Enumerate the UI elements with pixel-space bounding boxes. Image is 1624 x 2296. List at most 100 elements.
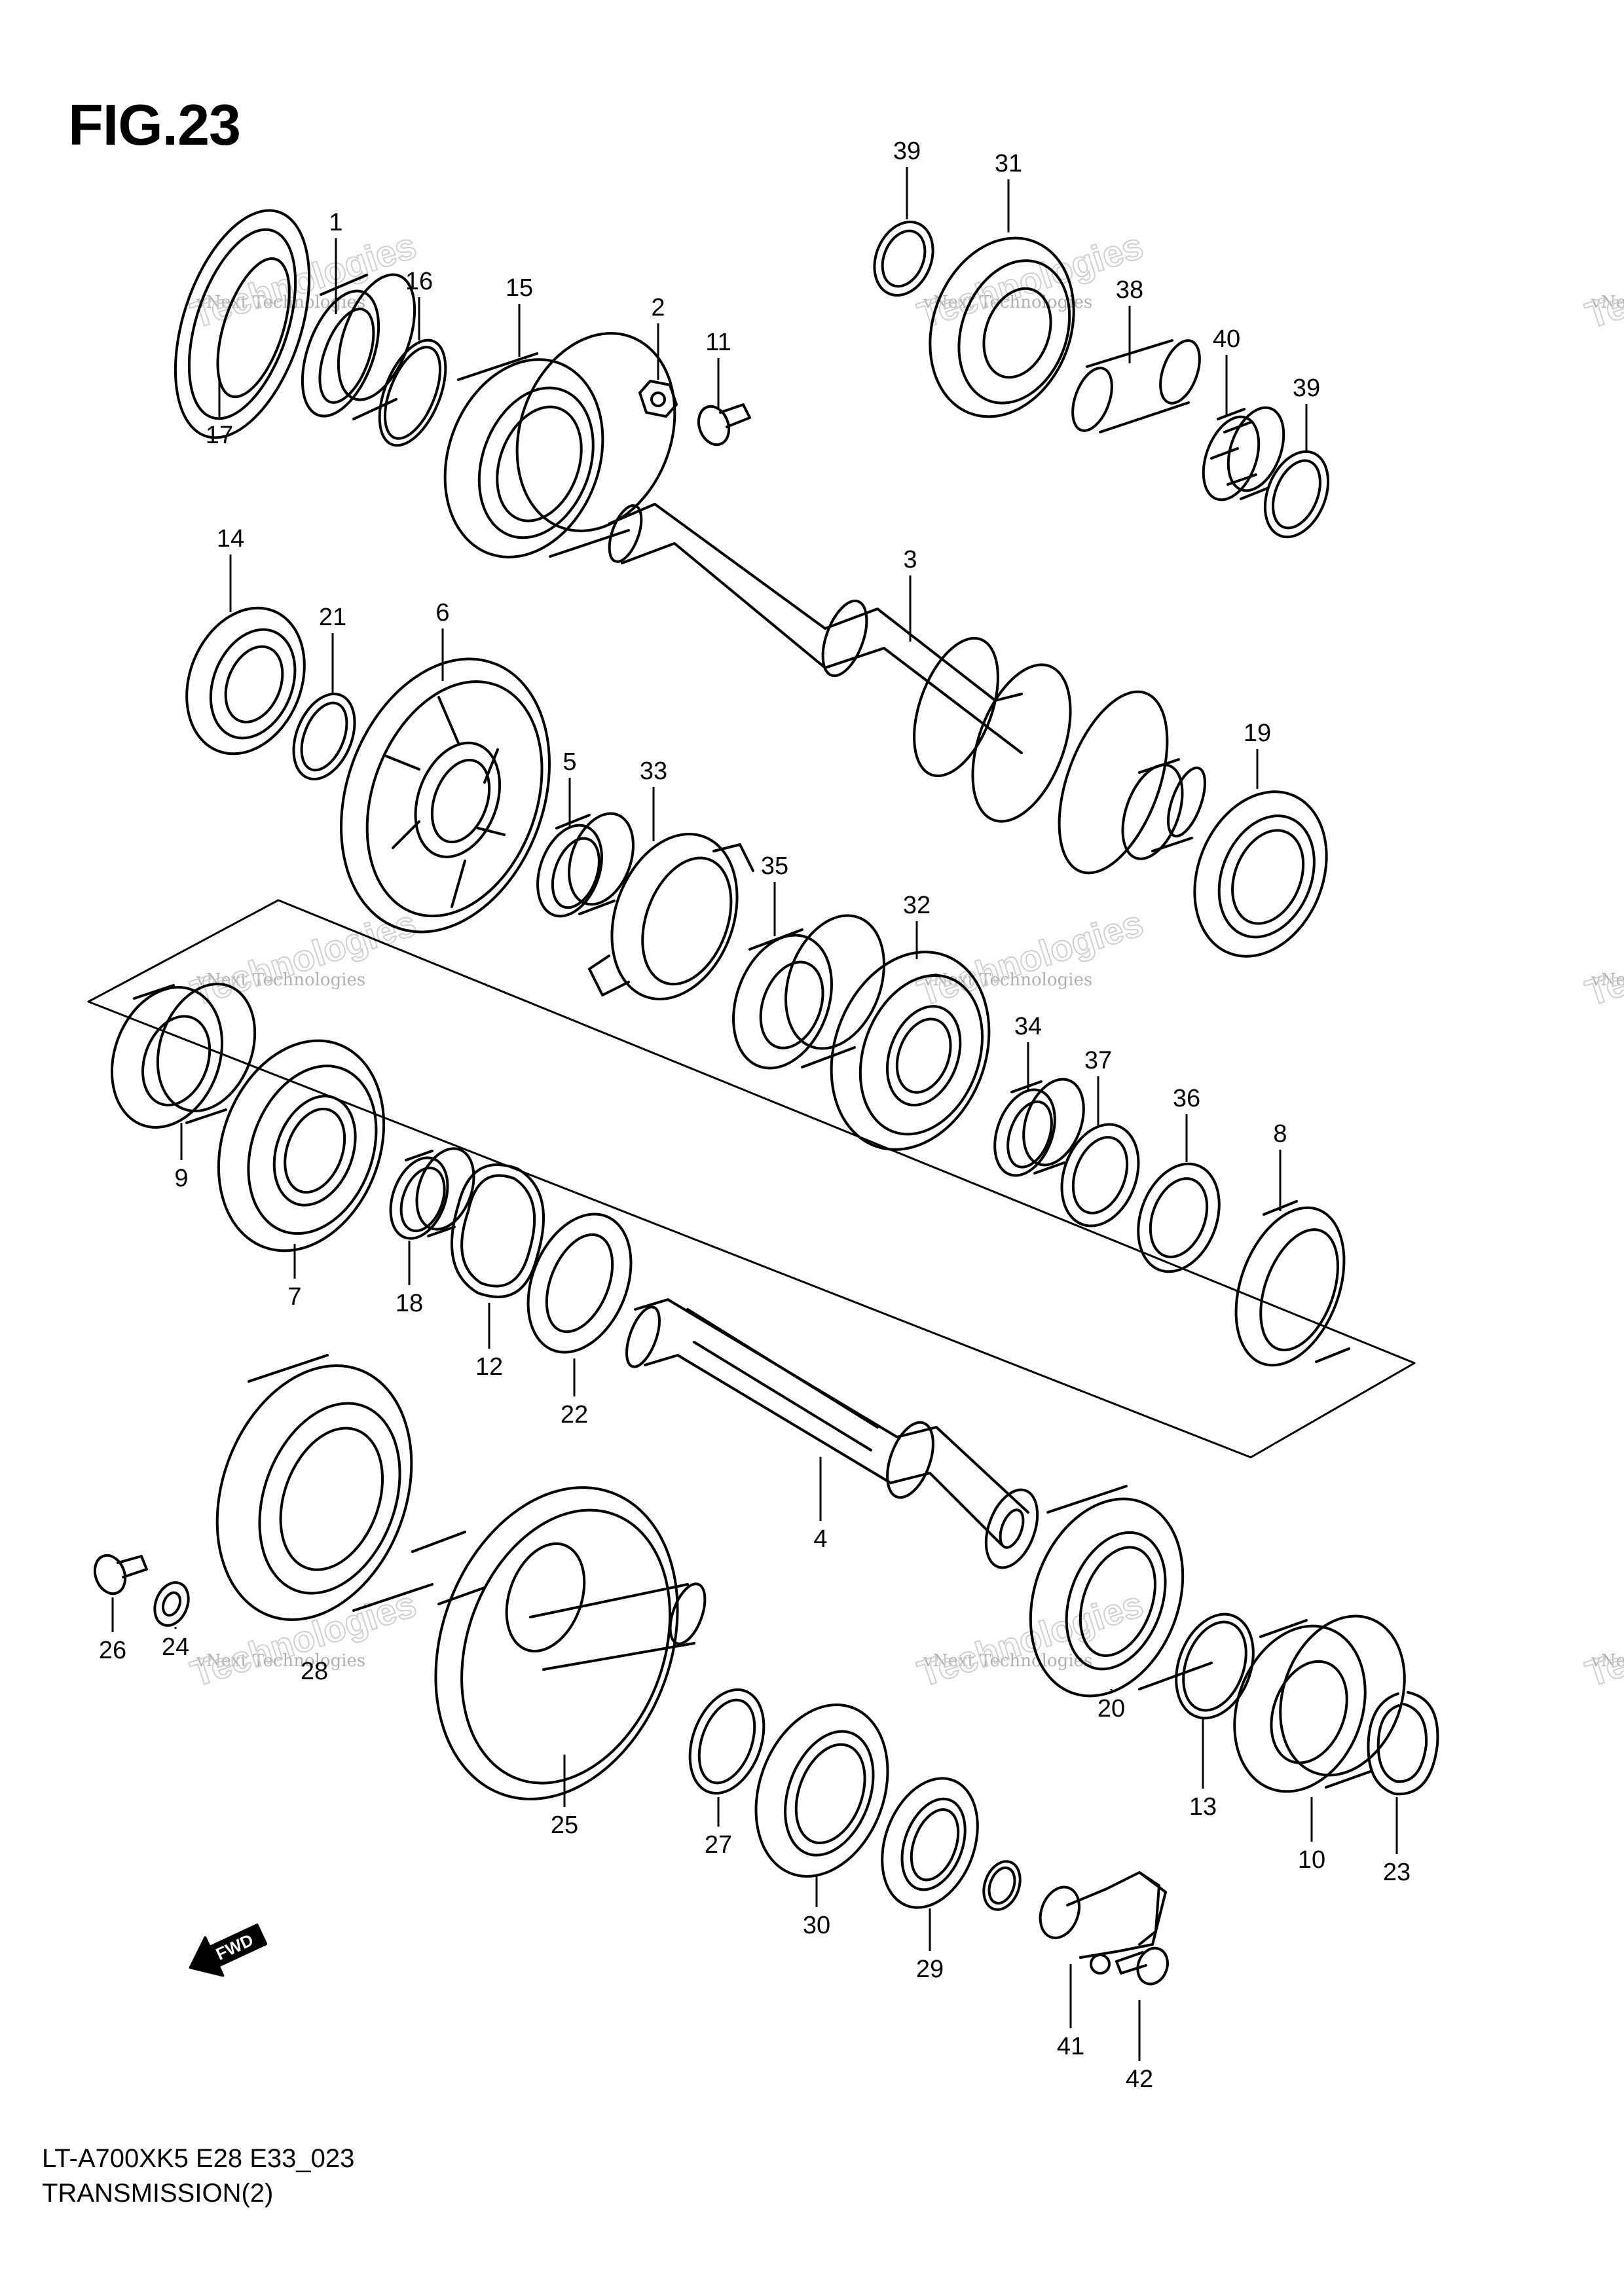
part-31-gear	[929, 236, 1075, 418]
callout-26: 26	[99, 1637, 126, 1664]
part-6-gear	[340, 657, 551, 934]
part-39-washer	[873, 220, 934, 297]
part-42-bolt	[1115, 1946, 1169, 1986]
small-o-ring	[982, 1860, 1022, 1911]
part-22-washer	[526, 1212, 633, 1354]
callout-15: 15	[506, 274, 533, 302]
callout-37: 37	[1084, 1047, 1112, 1074]
part-25-gear-assembly	[411, 1486, 707, 1800]
callout-36: 36	[1173, 1085, 1200, 1112]
part-32-gear	[830, 951, 991, 1151]
watermark-text-large: Technologies	[1581, 225, 1624, 336]
callout-11: 11	[705, 329, 731, 356]
callout-7: 7	[287, 1283, 301, 1311]
callout-33: 33	[640, 757, 667, 785]
callout-34: 34	[1014, 1013, 1042, 1040]
callout-17: 17	[206, 422, 233, 449]
watermark-text: vNext Technologies	[923, 970, 1092, 990]
model-code: LT-A700XK5 E28 E33_023	[42, 2144, 355, 2173]
callout-18: 18	[396, 1290, 423, 1317]
part-10-gear	[1233, 1614, 1406, 1793]
callout-21: 21	[319, 604, 346, 631]
part-26-bolt	[93, 1554, 148, 1595]
watermark-text-large: Technologies	[913, 1583, 1148, 1694]
watermark-text: vNext Technologies	[1591, 970, 1624, 990]
callout-31: 31	[995, 150, 1022, 177]
callout-19: 19	[1244, 720, 1271, 747]
watermark-text-large: Technologies	[1581, 902, 1624, 1013]
callout-22: 22	[561, 1401, 588, 1429]
part-38-sleeve	[1071, 339, 1201, 433]
part-33-gear	[588, 833, 754, 1000]
callout-25: 25	[551, 1812, 578, 1839]
callout-20: 20	[1098, 1695, 1125, 1722]
part-19-bearing	[1193, 790, 1328, 958]
part-35-gear	[732, 914, 885, 1070]
part-40-needle-bearing	[1202, 406, 1285, 501]
part-5-bushing	[536, 812, 635, 918]
callout-39-second: 39	[1293, 374, 1320, 402]
callout-13: 13	[1189, 1793, 1217, 1821]
figure-title: FIG.23	[68, 92, 241, 157]
callout-1: 1	[329, 209, 342, 236]
callout-24: 24	[162, 1633, 189, 1661]
part-37-lock-washer	[1060, 1123, 1140, 1228]
part-39-washer-second	[1263, 450, 1330, 539]
subassembly-frame	[87, 899, 1416, 1459]
part-29-oil-seal	[881, 1777, 979, 1909]
callout-29: 29	[916, 1956, 944, 1983]
callout-41: 41	[1057, 2033, 1084, 2060]
callout-10: 10	[1298, 1846, 1325, 1874]
callout-9: 9	[174, 1165, 188, 1192]
part-4-driveshaft	[625, 1298, 1039, 1569]
callout-12: 12	[475, 1353, 503, 1381]
callout-39: 39	[893, 137, 921, 165]
callout-40: 40	[1213, 325, 1240, 353]
part-18-bushing	[389, 1147, 475, 1240]
callout-42: 42	[1126, 2066, 1153, 2093]
callout-8: 8	[1273, 1120, 1287, 1148]
part-7-gear	[217, 1039, 386, 1252]
part-3-countershaft	[608, 503, 1206, 875]
watermark-text: vNext Technologies	[196, 970, 365, 990]
watermark-text: vNext Technologies	[923, 1651, 1092, 1671]
callout-32: 32	[903, 892, 931, 919]
callout-30: 30	[803, 1912, 830, 1939]
callout-16: 16	[405, 268, 433, 295]
callout-27: 27	[705, 1831, 732, 1859]
part-41-speed-sensor	[1039, 1871, 1167, 1975]
watermark-text-large: Technologies	[186, 902, 421, 1013]
callout-6: 6	[435, 599, 449, 627]
part-27-bushing	[688, 1688, 766, 1795]
fwd-direction-arrow	[189, 1923, 268, 1977]
callout-38: 38	[1116, 276, 1143, 304]
part-36-washer	[1137, 1162, 1221, 1273]
part-30-bearing	[754, 1704, 889, 1878]
part-14-bearing	[185, 606, 306, 756]
watermark-text-large: Technologies	[1581, 1583, 1624, 1694]
part-11-screw	[697, 403, 751, 446]
section-name: TRANSMISSION(2)	[42, 2179, 274, 2208]
callout-3: 3	[903, 546, 917, 574]
part-2-nut	[638, 380, 678, 418]
part-12-oil-ring	[451, 1163, 545, 1298]
part-1-bushing	[301, 273, 416, 420]
callout-4: 4	[813, 1525, 827, 1553]
part-34-bushing	[993, 1078, 1085, 1177]
callout-14: 14	[217, 525, 244, 553]
part-23-circlip	[1367, 1691, 1439, 1796]
callout-23: 23	[1383, 1859, 1411, 1886]
part-28-bearing	[215, 1354, 434, 1621]
callout-2: 2	[651, 294, 665, 321]
callout-5: 5	[563, 748, 576, 776]
watermark-text: vNext Technologies	[1591, 1651, 1624, 1671]
callout-28: 28	[301, 1658, 328, 1685]
part-8-sleeve-hub	[1234, 1200, 1350, 1367]
part-21-washer	[292, 693, 356, 780]
part-13-bushing	[1175, 1613, 1255, 1720]
watermark-text: vNext Technologies	[196, 293, 365, 312]
part-16-o-ring	[378, 338, 447, 447]
part-17-oil-seal	[174, 209, 311, 439]
